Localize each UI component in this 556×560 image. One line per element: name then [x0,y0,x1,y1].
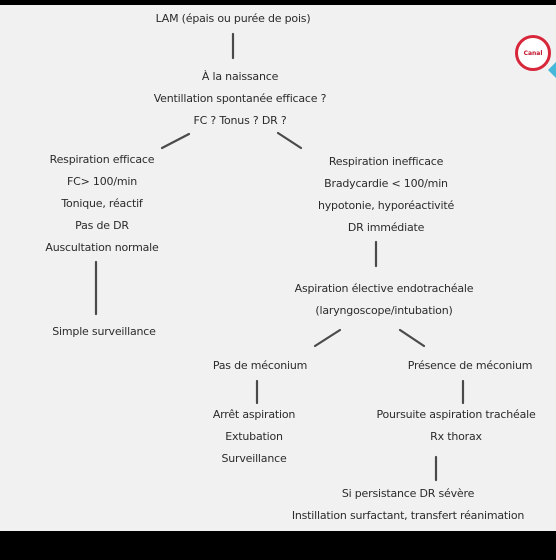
node-no-meconium-action-1: Arrêt aspiration [212,408,296,421]
node-ineffective-line-3: hypotonie, hyporéactivité [317,199,455,212]
node-simple-surveillance: Simple surveillance [52,321,156,343]
node-effective-line-2: FC> 100/min [67,175,137,188]
node-aspiration: Aspiration élective endotrachéale (laryn… [295,278,474,322]
top-black-bar [0,0,556,5]
node-effective-line-5: Auscultation normale [45,241,159,254]
node-ineffective-breathing: Respiration inefficace Bradycardie < 100… [318,151,454,239]
node-birth-line-1: À la naissance [201,70,279,83]
connector-birth-effective [160,132,191,150]
node-no-meconium-action-3: Surveillance [221,452,287,465]
node-meconium-actions: Poursuite aspiration trachéale Rx thorax [376,404,535,448]
flowchart-connectors [94,32,465,482]
node-no-meconium-action-2: Extubation [225,430,283,443]
node-ineffective-line-2: Bradycardie < 100/min [324,177,448,190]
node-no-meconium: Pas de méconium [212,355,308,377]
node-surveillance-line: Simple surveillance [52,325,156,338]
node-meconium-action-1: Poursuite aspiration trachéale [376,408,536,421]
node-birth: À la naissance Ventillation spontanée ef… [154,66,327,132]
node-persistence-line-1: Si persistance DR sévère [341,487,475,500]
node-meconium-line: Présence de méconium [407,359,533,372]
cursor-edge-icon [548,62,556,78]
channel-logo-text: Canal [523,49,543,57]
connector-aspiration-meconium [398,328,426,348]
node-ineffective-line-1: Respiration inefficace [328,155,444,168]
node-meconium-present: Présence de méconium [408,355,533,377]
node-effective-line-4: Pas de DR [75,219,129,232]
node-effective-line-3: Tonique, réactif [61,197,143,210]
node-aspiration-line-2: (laryngoscope/intubation) [315,304,453,317]
node-aspiration-line-1: Aspiration élective endotrachéale [294,282,474,295]
connector-aspiration-no-meconium [313,328,342,348]
node-root-line: LAM (épais ou purée de pois) [155,12,311,25]
node-persistence-line-2: Instillation surfactant, transfert réani… [291,509,525,522]
channel-logo-badge: Canal [515,35,551,71]
node-effective-breathing: Respiration efficace FC> 100/min Tonique… [45,149,158,259]
node-root: LAM (épais ou purée de pois) [156,8,311,30]
node-ineffective-line-4: DR immédiate [347,221,425,234]
node-meconium-action-2: Rx thorax [430,430,482,443]
node-birth-line-2: Ventillation spontanée efficace ? [153,92,327,105]
connector-birth-ineffective [276,131,303,150]
node-no-meconium-actions: Arrêt aspiration Extubation Surveillance [212,404,296,470]
node-birth-line-3: FC ? Tonus ? DR ? [193,114,287,127]
node-no-meconium-line: Pas de méconium [212,359,308,372]
slide: LAM (épais ou purée de pois) À la naissa… [0,0,556,531]
node-effective-line-1: Respiration efficace [49,153,155,166]
node-persistence: Si persistance DR sévère Instillation su… [291,483,525,527]
